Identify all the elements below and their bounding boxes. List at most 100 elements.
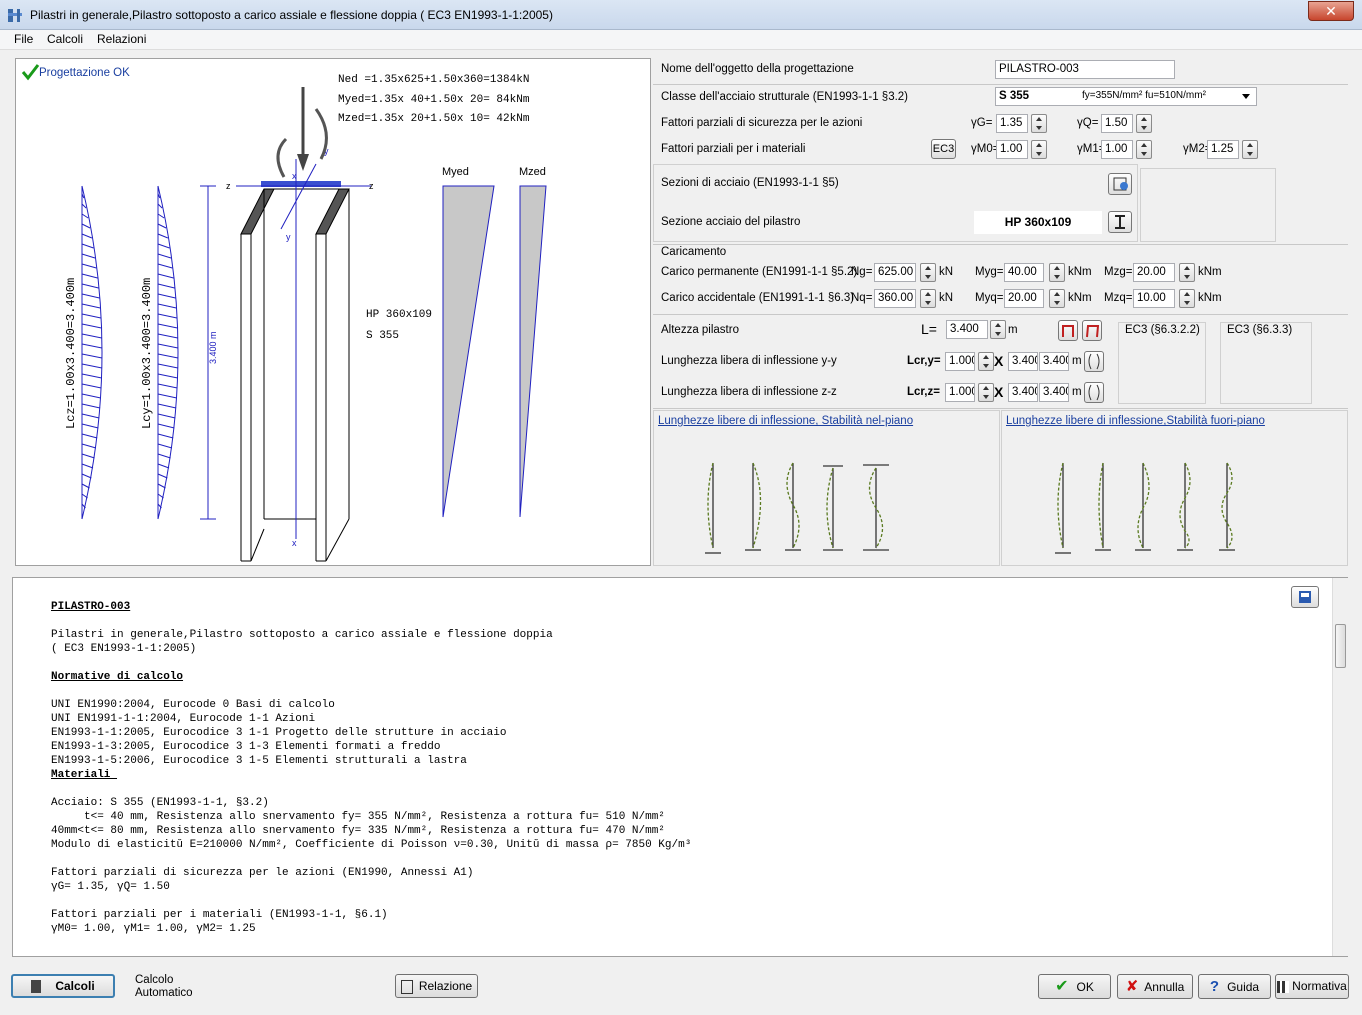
calcoli-button[interactable]: Calcoli bbox=[11, 974, 115, 998]
axis-z-left: z bbox=[226, 181, 231, 191]
relazione-button[interactable]: Relazione bbox=[395, 974, 478, 998]
menu-bar: File Calcoli Relazioni bbox=[0, 30, 1362, 50]
normativa-button[interactable]: Normativa bbox=[1275, 974, 1349, 999]
axial-load-arrow bbox=[297, 87, 309, 171]
mzg-spinner[interactable] bbox=[1179, 263, 1195, 282]
auto-calc-label-2: Automatico bbox=[135, 987, 193, 999]
gM0-input[interactable]: 1.00 bbox=[996, 140, 1028, 159]
drawing-panel: Progettazione OK Ned =1.35x625+1.50x360=… bbox=[15, 58, 651, 566]
report-line: Pilastri in generale,Pilastro sottoposto… bbox=[51, 629, 553, 641]
cancel-icon: ✘ bbox=[1125, 978, 1139, 995]
report-scrollbar[interactable] bbox=[1332, 578, 1348, 956]
lcry-spinner[interactable] bbox=[978, 352, 994, 371]
mzed-diagram bbox=[519, 185, 547, 518]
gM1-input[interactable]: 1.00 bbox=[1101, 140, 1133, 159]
section-value[interactable]: HP 360x109 bbox=[974, 211, 1102, 234]
mzg-label: Mzg= bbox=[1104, 266, 1133, 278]
report-line: γG= 1.35, γQ= 1.50 bbox=[51, 881, 170, 893]
lcrz-spinner[interactable] bbox=[978, 383, 994, 402]
outplane-link[interactable]: Lunghezze libere di inflessione,Stabilit… bbox=[1006, 415, 1265, 427]
gM0-label: γM0= bbox=[971, 143, 1000, 155]
ec3-button[interactable]: EC3 bbox=[931, 139, 956, 159]
report-line: t<= 40 mm, Resistenza allo snervamento f… bbox=[51, 811, 665, 823]
lcrz-L-input[interactable]: 3.400 bbox=[1008, 383, 1038, 402]
lcry-L-input[interactable]: 3.400 bbox=[1008, 352, 1038, 371]
gM2-spinner[interactable] bbox=[1242, 140, 1258, 159]
L-input[interactable]: 3.400 bbox=[946, 320, 988, 339]
support-fixed-button[interactable] bbox=[1058, 320, 1078, 341]
report-line: γM0= 1.00, γM1= 1.00, γM2= 1.25 bbox=[51, 923, 256, 935]
myq-label: Myq= bbox=[975, 292, 1004, 304]
ng-unit: kN bbox=[939, 266, 954, 278]
myg-input[interactable]: 40.00 bbox=[1004, 263, 1044, 282]
acc-load-label: Carico accidentale (EN1991-1-1 §6.3) bbox=[661, 292, 855, 304]
mzg-input[interactable]: 20.00 bbox=[1133, 263, 1175, 282]
frame-pinned-icon bbox=[1086, 325, 1100, 338]
myg-spinner[interactable] bbox=[1049, 263, 1065, 282]
lcry-k-input[interactable]: 1.000 bbox=[945, 352, 975, 371]
myg-label: Myg= bbox=[975, 266, 1004, 278]
print-icon bbox=[1299, 591, 1311, 603]
myq-input[interactable]: 20.00 bbox=[1004, 289, 1044, 308]
lcry-label: Lcr,y= bbox=[907, 355, 941, 367]
mzq-label: Mzq= bbox=[1104, 292, 1133, 304]
ng-spinner[interactable] bbox=[920, 263, 936, 282]
gM2-input[interactable]: 1.25 bbox=[1207, 140, 1239, 159]
name-input[interactable]: PILASTRO-003 bbox=[995, 60, 1175, 79]
section-label: Sezione acciaio del pilastro bbox=[661, 216, 801, 228]
gQ-label: γQ= bbox=[1077, 117, 1099, 129]
mzq-input[interactable]: 10.00 bbox=[1133, 289, 1175, 308]
moment-arrow-left bbox=[276, 137, 288, 178]
report-line: EN1993-1-3:2005, Eurocodice 3 1-3 Elemen… bbox=[51, 741, 441, 753]
sections-label: Sezioni di acciaio (EN1993-1-1 §5) bbox=[661, 177, 839, 189]
report-icon bbox=[400, 979, 413, 994]
guida-button[interactable]: ?Guida bbox=[1198, 974, 1271, 999]
annulla-button[interactable]: ✘Annulla bbox=[1117, 974, 1193, 999]
inplane-link[interactable]: Lunghezze libere di inflessione, Stabili… bbox=[658, 415, 914, 427]
section-select-button[interactable] bbox=[1108, 211, 1132, 233]
nq-spinner[interactable] bbox=[920, 289, 936, 308]
section-text: HP 360x109 bbox=[366, 309, 432, 321]
lcrz-k-input[interactable]: 1.000 bbox=[945, 383, 975, 402]
ok-button[interactable]: ✔OK bbox=[1038, 974, 1111, 999]
menu-relazioni[interactable]: Relazioni bbox=[97, 32, 147, 46]
parameters-form: Nome dell'oggetto della progettazione PI… bbox=[653, 58, 1348, 566]
myq-spinner[interactable] bbox=[1049, 289, 1065, 308]
report-line bbox=[51, 782, 691, 796]
support-pinned-button[interactable] bbox=[1082, 320, 1102, 341]
lcry-buckling-button[interactable] bbox=[1084, 351, 1104, 372]
sections-db-button[interactable] bbox=[1108, 173, 1132, 195]
mzq-spinner[interactable] bbox=[1179, 289, 1195, 308]
lcrz-label: Lcr,z= bbox=[907, 386, 940, 398]
report-line bbox=[51, 894, 691, 908]
gQ-input[interactable]: 1.50 bbox=[1101, 114, 1133, 133]
report-line: Normative di calcolo bbox=[51, 671, 184, 683]
axis-z-right: z bbox=[369, 181, 374, 191]
menu-calcoli[interactable]: Calcoli bbox=[47, 32, 84, 46]
L-spinner[interactable] bbox=[990, 320, 1006, 339]
print-button[interactable] bbox=[1291, 586, 1319, 608]
materials-label: Fattori parziali per i materiali bbox=[661, 143, 806, 155]
buckling-icon bbox=[1088, 384, 1100, 401]
gG-input[interactable]: 1.35 bbox=[996, 114, 1028, 133]
menu-file[interactable]: File bbox=[14, 32, 34, 46]
nq-input[interactable]: 360.00 bbox=[874, 289, 916, 308]
gQ-spinner[interactable] bbox=[1136, 114, 1152, 133]
gM1-spinner[interactable] bbox=[1136, 140, 1152, 159]
gG-spinner[interactable] bbox=[1031, 114, 1047, 133]
status-text: Progettazione OK bbox=[39, 67, 130, 79]
lcrz-unit: m bbox=[1072, 386, 1082, 398]
scroll-thumb[interactable] bbox=[1335, 624, 1346, 668]
myed-text: Myed=1.35x 40+1.50x 20= 84kNm bbox=[338, 94, 530, 106]
lcrz-value: 3.400 bbox=[1039, 383, 1069, 402]
ng-input[interactable]: 625.00 bbox=[874, 263, 916, 282]
gM0-spinner[interactable] bbox=[1031, 140, 1047, 159]
close-button[interactable]: ✕ bbox=[1308, 1, 1354, 21]
inplane-buckling-modes bbox=[705, 462, 889, 554]
lcrz-buckling-button[interactable] bbox=[1084, 382, 1104, 403]
steel-select[interactable]: S 355 fy=355N/mm² fu=510N/mm² bbox=[995, 87, 1257, 106]
gG-label: γG= bbox=[971, 117, 993, 129]
title-bar: Pilastri in generale,Pilastro sottoposto… bbox=[0, 0, 1362, 30]
report-line bbox=[51, 614, 691, 628]
nq-unit: kN bbox=[939, 292, 954, 304]
